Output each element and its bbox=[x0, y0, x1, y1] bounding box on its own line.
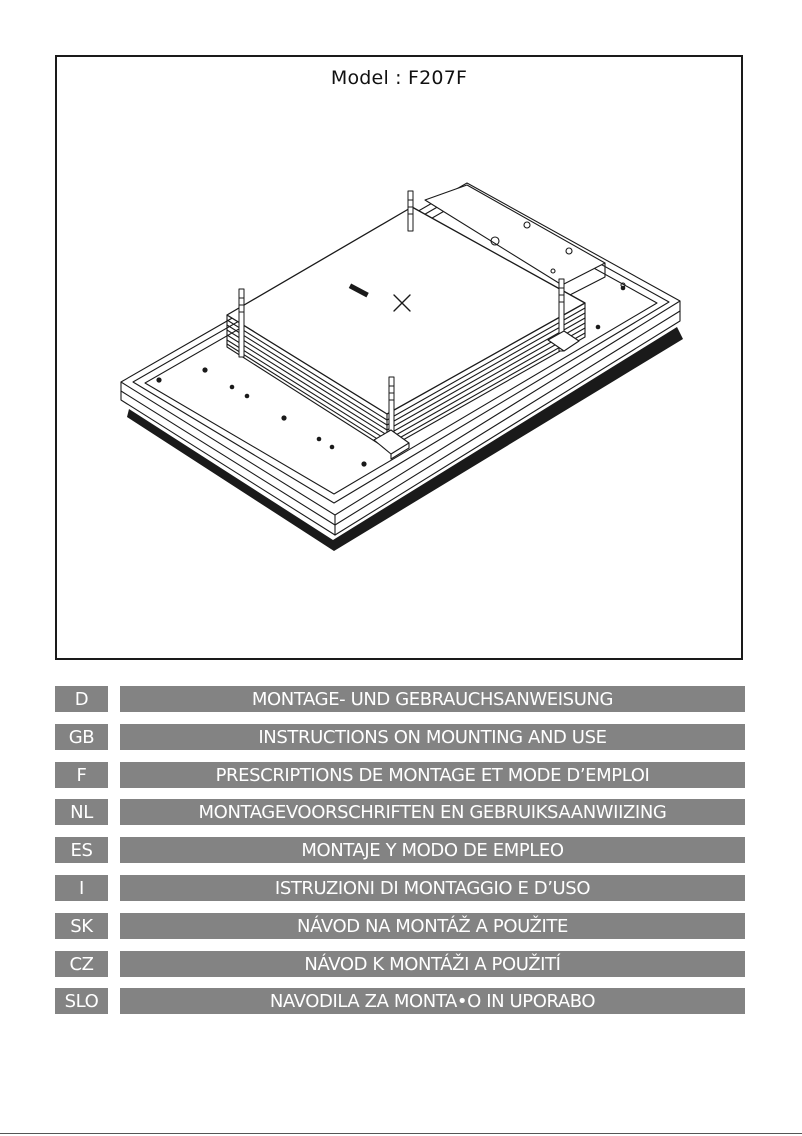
language-code: CZ bbox=[55, 950, 108, 977]
language-row-cz: CZ NÁVOD K MONTÁŽI A POUŽITÍ bbox=[55, 950, 745, 977]
language-code: GB bbox=[55, 723, 108, 750]
tray-shadow-glass bbox=[127, 327, 683, 551]
language-code: I bbox=[55, 874, 108, 901]
language-code: ES bbox=[55, 837, 108, 864]
language-row-d: D MONTAGE- UND GEBRAUCHSANWEISUNG bbox=[55, 686, 745, 712]
language-title: NAVODILA ZA MONTA•O IN UPORABO bbox=[120, 988, 745, 1015]
language-list: D MONTAGE- UND GEBRAUCHSANWEISUNG GB INS… bbox=[55, 686, 745, 1026]
language-code: NL bbox=[55, 799, 108, 826]
hood-mounting-illustration bbox=[120, 182, 683, 551]
language-row-es: ES MONTAJE Y MODO DE EMPLEO bbox=[55, 837, 745, 864]
bracket-right bbox=[547, 330, 580, 352]
language-title: MONTAJE Y MODO DE EMPLEO bbox=[120, 837, 745, 864]
brand-logo bbox=[348, 283, 369, 298]
language-code: D bbox=[55, 686, 108, 712]
language-row-sk: SK NÁVOD NA MONTÁŽ A POUŽITE bbox=[55, 912, 745, 939]
language-row-nl: NL MONTAGEVOORSCHRIFTEN EN GEBRUIKSAANWI… bbox=[55, 799, 745, 826]
filter-plate-right-edge bbox=[386, 302, 586, 450]
language-title: PRESCRIPTIONS DE MONTAGE ET MODE D’EMPLO… bbox=[120, 761, 745, 788]
tray-front-right-mid bbox=[334, 310, 681, 526]
language-title: ISTRUZIONI DI MONTAGGIO E D’USO bbox=[120, 874, 745, 901]
tray-screw-holes bbox=[156, 285, 626, 467]
illustration-frame: Model : F207F bbox=[55, 55, 743, 660]
language-title: MONTAGE- UND GEBRAUCHSANWEISUNG bbox=[120, 686, 745, 712]
language-row-slo: SLO NAVODILA ZA MONTA•O IN UPORABO bbox=[55, 988, 745, 1015]
language-code: SLO bbox=[55, 988, 108, 1015]
threaded-rods bbox=[238, 190, 565, 446]
tray-front-right-edge bbox=[334, 300, 681, 536]
language-title: NÁVOD NA MONTÁŽ A POUŽITE bbox=[120, 912, 745, 939]
language-title: NÁVOD K MONTÁŽI A POUŽITÍ bbox=[120, 950, 745, 977]
language-row-i: I ISTRUZIONI DI MONTAGGIO E D’USO bbox=[55, 874, 745, 901]
language-row-f: F PRESCRIPTIONS DE MONTAGE ET MODE D’EMP… bbox=[55, 761, 745, 788]
center-x-mark-b bbox=[393, 294, 411, 312]
language-code: F bbox=[55, 761, 108, 788]
language-row-gb: GB INSTRUCTIONS ON MOUNTING AND USE bbox=[55, 723, 745, 750]
language-title: MONTAGEVOORSCHRIFTEN EN GEBRUIKSAANWIIZI… bbox=[120, 799, 745, 826]
tray-front-left-mid bbox=[120, 390, 336, 526]
model-label: Model : F207F bbox=[330, 67, 468, 89]
language-code: SK bbox=[55, 912, 108, 939]
language-title: INSTRUCTIONS ON MOUNTING AND USE bbox=[120, 723, 745, 750]
filter-plate-left-edge bbox=[226, 314, 388, 450]
page-bottom-rule bbox=[0, 1133, 802, 1134]
